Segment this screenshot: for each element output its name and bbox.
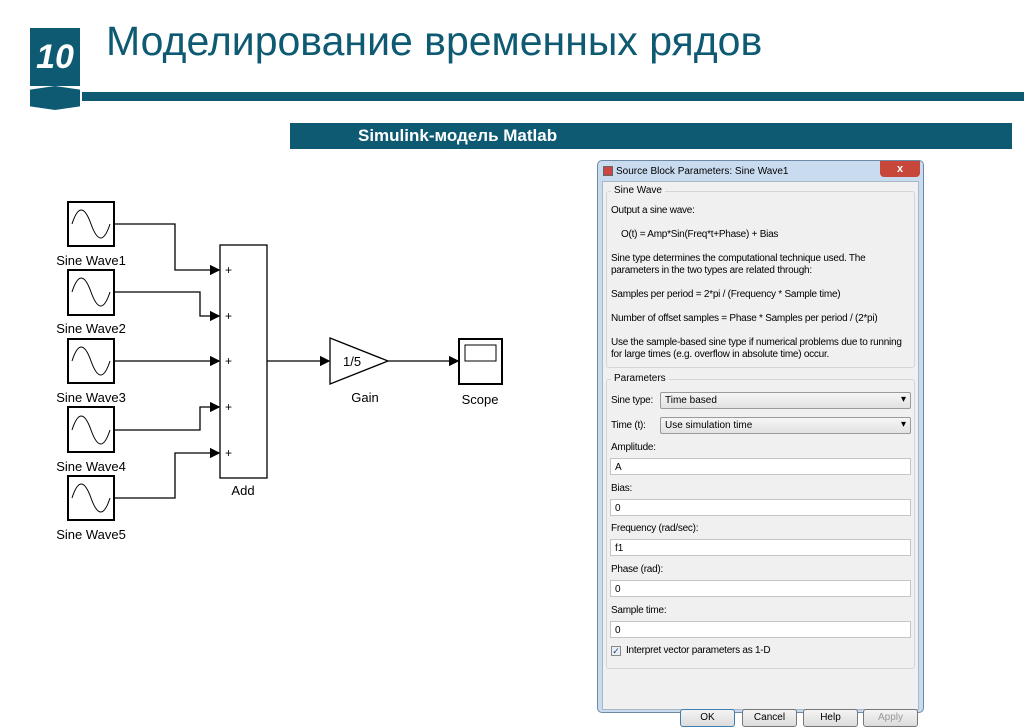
input-sign: +: [225, 400, 232, 414]
desc-formula: O(t) = Amp*Sin(Freq*t+Phase) + Bias: [621, 229, 779, 240]
title-underline: [82, 92, 1024, 101]
sine-wave-group: [606, 191, 915, 368]
bias-label: Bias:: [611, 483, 632, 494]
group-title: Parameters: [611, 373, 669, 384]
signal-line: [114, 291, 221, 322]
signal-line: [114, 223, 221, 276]
ok-button[interactable]: OK: [680, 709, 735, 727]
desc-text: Number of offset samples = Phase * Sampl…: [611, 313, 878, 324]
gain-value: 1/5: [343, 354, 361, 369]
block-label: Sine Wave5: [56, 527, 126, 542]
simulink-diagram: Sine Wave1 Sine Wave2 Sine Wave3 Sine Wa…: [56, 201, 503, 542]
input-sign: +: [225, 309, 232, 323]
page-title: Моделирование временных рядов: [106, 18, 763, 64]
scope-block[interactable]: Scope: [458, 338, 503, 407]
sample-time-label: Sample time:: [611, 605, 667, 616]
apply-button[interactable]: Apply: [863, 709, 918, 727]
amplitude-label: Amplitude:: [611, 442, 656, 453]
subtitle-bar: Simulink-модель Matlab: [290, 123, 1012, 149]
add-block[interactable]: + + + + + Add: [219, 244, 268, 498]
sine-wave-block[interactable]: Sine Wave5: [56, 475, 126, 542]
signal-line: [114, 401, 221, 431]
block-label: Sine Wave4: [56, 459, 126, 474]
block-label: Sine Wave3: [56, 390, 126, 405]
desc-text: Samples per period = 2*pi / (Frequency *…: [611, 289, 841, 300]
help-button[interactable]: Help: [803, 709, 858, 727]
group-title: Sine Wave: [611, 185, 665, 196]
block-label: Add: [231, 483, 254, 498]
block-parameters-dialog: Source Block Parameters: Sine Wave1 x Si…: [597, 160, 924, 727]
interpret-vector-checkbox[interactable]: ✓: [611, 646, 621, 656]
frequency-input[interactable]: f1: [610, 539, 911, 556]
time-select[interactable]: Use simulation time: [660, 417, 911, 434]
close-button[interactable]: x: [880, 161, 920, 177]
block-label: Sine Wave1: [56, 253, 126, 268]
phase-label: Phase (rad):: [611, 564, 664, 575]
checkbox-label: Interpret vector parameters as 1-D: [626, 645, 771, 656]
desc-text: Use the sample-based sine type if numeri…: [611, 337, 902, 348]
desc-text: Sine type determines the computational t…: [611, 253, 866, 264]
sine-type-select[interactable]: Time based: [660, 392, 911, 409]
sine-wave-block[interactable]: Sine Wave4: [56, 406, 126, 474]
sine-type-label: Sine type:: [611, 395, 653, 406]
sine-wave-block[interactable]: Sine Wave3: [56, 338, 126, 405]
input-sign: +: [225, 354, 232, 368]
desc-text: parameters in the two types are related …: [611, 265, 812, 276]
signal-line: [114, 447, 221, 499]
desc-text: for large times (e.g. overflow in absolu…: [611, 349, 830, 360]
sine-wave-block[interactable]: Sine Wave1: [56, 201, 126, 268]
dialog-title: Source Block Parameters: Sine Wave1: [616, 166, 789, 177]
slide-number-badge: 10: [30, 28, 80, 86]
frequency-label: Frequency (rad/sec):: [611, 523, 699, 534]
amplitude-input[interactable]: A: [610, 458, 911, 475]
block-label: Gain: [351, 390, 378, 405]
phase-input[interactable]: 0: [610, 580, 911, 597]
sine-wave-blocks: Sine Wave1 Sine Wave2 Sine Wave3 Sine Wa…: [56, 201, 126, 542]
sine-wave-block[interactable]: Sine Wave2: [56, 269, 126, 336]
desc-text: Output a sine wave:: [611, 205, 695, 216]
cancel-button[interactable]: Cancel: [742, 709, 797, 727]
parameters-group: [606, 379, 915, 669]
block-label: Sine Wave2: [56, 321, 126, 336]
time-label: Time (t):: [611, 420, 646, 431]
simulink-app-icon: [603, 166, 613, 176]
input-sign: +: [225, 446, 232, 460]
badge-decoration: [30, 86, 80, 110]
bias-input[interactable]: 0: [610, 499, 911, 516]
input-sign: +: [225, 263, 232, 277]
sample-time-input[interactable]: 0: [610, 621, 911, 638]
block-label: Scope: [462, 392, 499, 407]
dialog-body: Sine Wave Output a sine wave: O(t) = Amp…: [602, 181, 919, 727]
